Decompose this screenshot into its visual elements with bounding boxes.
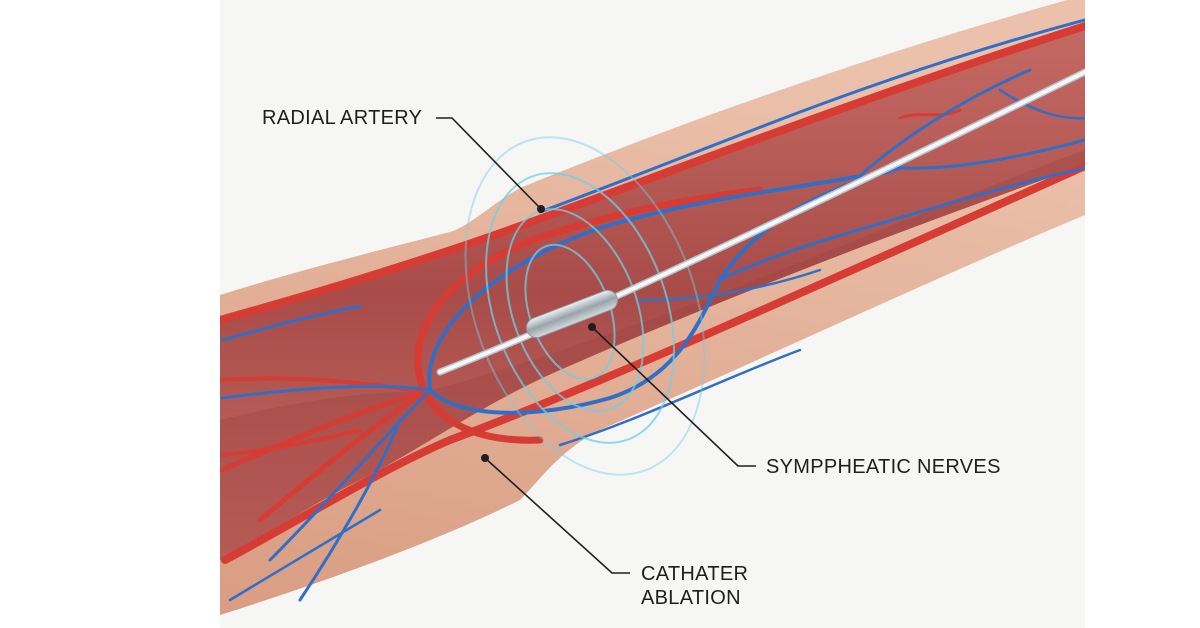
leader-dots [481,205,596,462]
catheter [436,68,1085,376]
catheter-tip [526,289,618,339]
label-sympathetic-nerves: SYMPPHEATIC NERVES [766,456,1001,478]
label-catheter-ablation: CATHATER ABLATION [641,563,749,609]
leader-lines [436,117,756,574]
label-radial-artery: RADIAL ARTERY [262,107,423,129]
nerve-network [220,18,1085,602]
inner-tissue [220,25,1085,560]
